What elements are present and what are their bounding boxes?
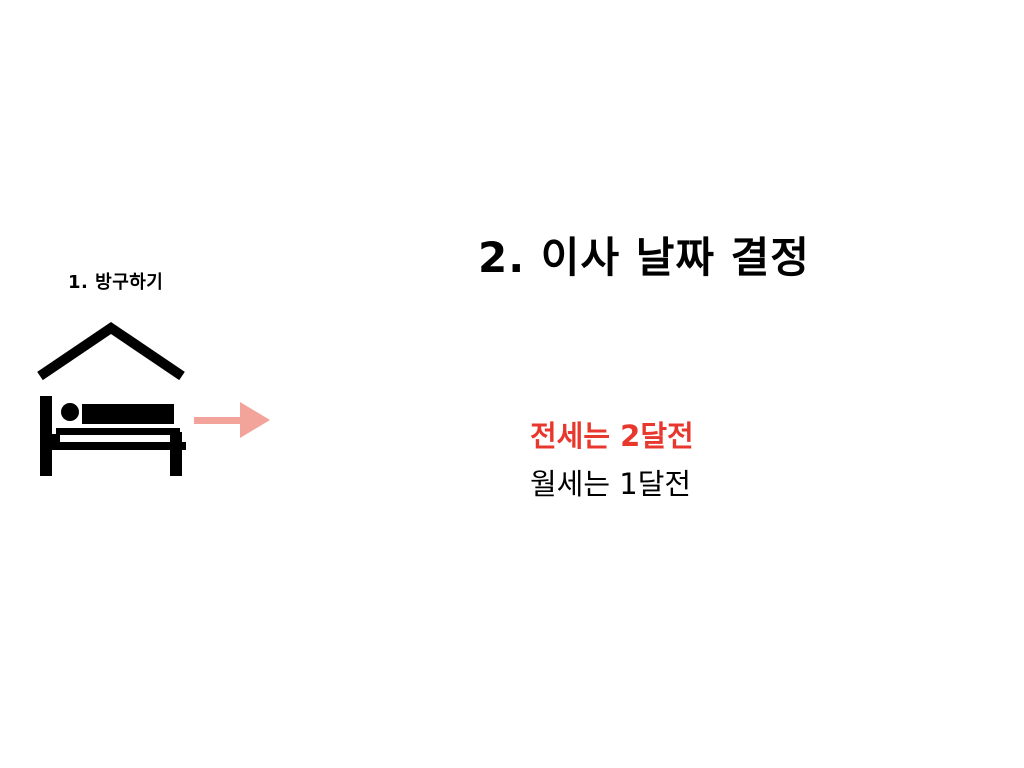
right-arrow-icon [194,402,270,438]
jeonse-notice: 전세는 2달전 [530,419,694,453]
move-notice-list: 전세는 2달전 월세는 1달전 [530,412,694,508]
step-1-label: 1. 방구하기 [68,272,164,293]
wolse-notice: 월세는 1달전 [530,467,692,501]
bed-in-house-icon [37,321,186,476]
step-2-heading: 2. 이사 날짜 결정 [478,233,810,282]
